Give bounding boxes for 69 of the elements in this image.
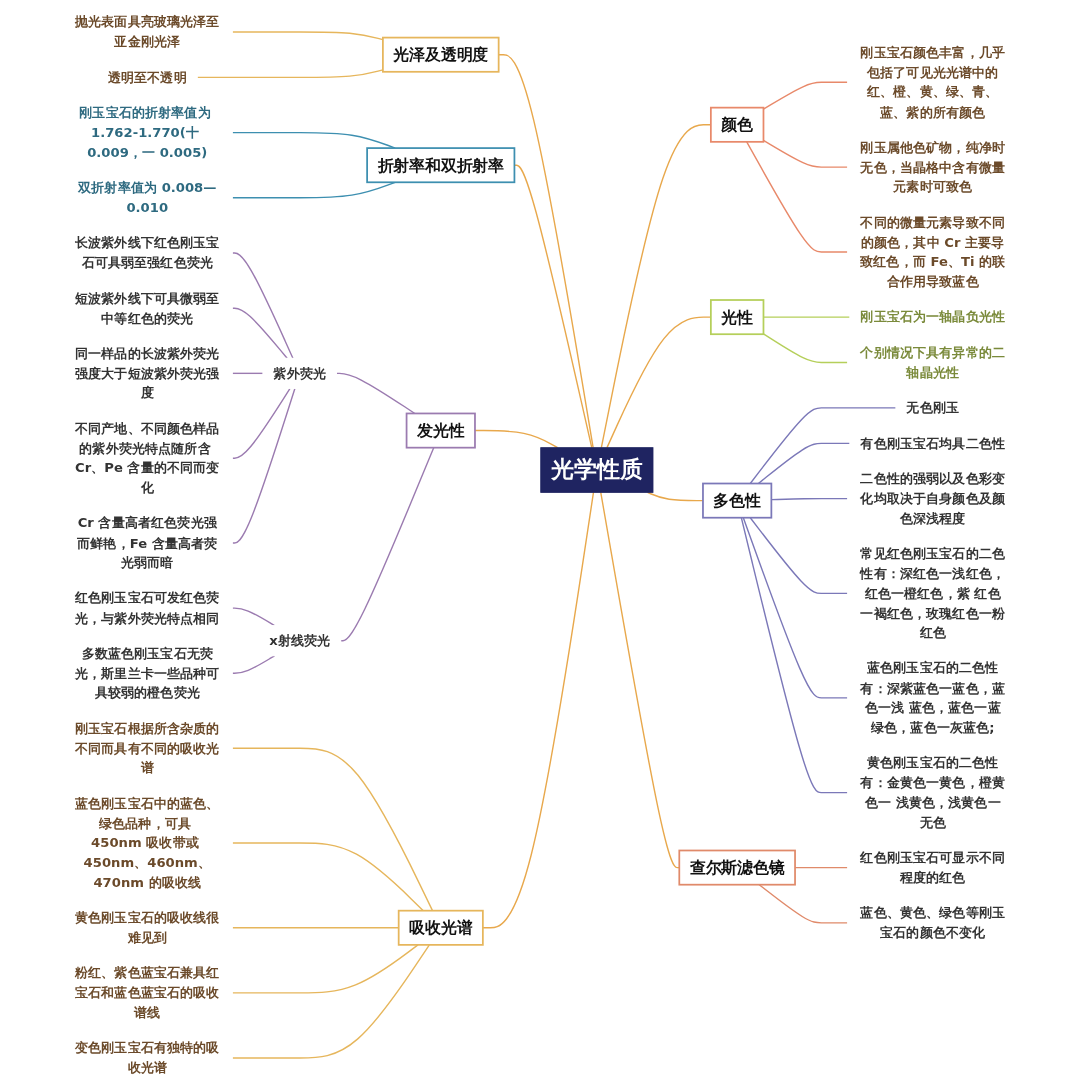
connector — [231, 131, 396, 149]
connector — [740, 517, 849, 794]
node-text: 抛光表面具亮玻璃光泽至亚金刚光泽 — [74, 14, 220, 50]
node-box: 光性 — [710, 299, 765, 336]
connector — [758, 884, 849, 924]
node-box: 发光性 — [405, 412, 476, 449]
node-text: 粉红、紫色蓝宝石兼具红宝石和蓝色蓝宝石的吸收谱线 — [74, 965, 220, 1021]
node-text: 黄色刚玉宝石的二色性有：金黄色一黄色，橙黄色一 浅黄色，浅黄色一无色 — [860, 754, 1006, 830]
connector — [231, 944, 419, 994]
node-text: 不同产地、不同颜色样品的紫外荧光特点随所含 Cr、Pe 含量的不同而变化 — [74, 420, 220, 496]
connector — [757, 442, 851, 485]
node-text: 多数蓝色刚玉宝石无荧光，斯里兰卡一些品种可具较弱的橙色荧光 — [74, 645, 220, 701]
node-text: 红色刚玉宝石可发红色荧光，与紫外荧光特点相同 — [74, 590, 220, 626]
node-text: 长波紫外线下红色刚玉宝石可具弱至强红色荧光 — [74, 235, 220, 271]
node-text: 刚玉宝石的折射率值为 1.762-1.770(十 0.009，一 0.005) — [79, 104, 211, 161]
connector — [231, 252, 294, 359]
node-text: 无色刚玉 — [906, 399, 960, 416]
connector — [231, 387, 296, 544]
node-text: 蓝色刚玉宝石的二色性有：深紫蓝色一蓝色，蓝色一浅 蓝色，蓝色一蓝绿色，蓝色一灰蓝色; — [860, 660, 1006, 736]
connector — [231, 387, 291, 459]
node-text: 透明至不透明 — [107, 69, 187, 86]
node-text: 刚玉宝石颜色丰富，几乎包括了可见光光谱中的红、橙、黄、绿、青、蓝、紫的所有颜色 — [860, 44, 1006, 120]
connector — [231, 181, 396, 199]
node-text: 刚玉宝石根据所含杂质的不同而具有不同的吸收光谱 — [74, 720, 220, 776]
node-text: Cr 含量高者红色荧光强而鲜艳，Fe 含量高者荧光弱而暗 — [77, 515, 218, 571]
node-text: 刚玉宝石为一轴晶负光性 — [860, 309, 1006, 325]
connector — [231, 655, 276, 674]
node-box: 光泽及透明度 — [382, 36, 500, 73]
node-text: 红色刚玉宝石可显示不同程度的红色 — [860, 849, 1006, 886]
connector — [742, 517, 849, 699]
node-text: 刚玉属他色矿物，纯净时无色，当晶格中含有微量元素时可致色 — [860, 139, 1006, 195]
connector — [231, 747, 434, 912]
node-text: 双折射率值为 0.008—0.010 — [78, 179, 217, 216]
connector — [600, 491, 680, 869]
node-box: 折射率和双折射率 — [366, 147, 516, 184]
node-text: 蓝色、黄色、绿色等刚玉宝石的颜色不变化 — [860, 904, 1006, 941]
node-text: 同一样品的长波紫外荧光强度大于短波紫外荧光强度 — [74, 345, 220, 401]
node-text: 有色刚玉宝石均具二色性 — [860, 435, 1006, 452]
node-box: 吸收光谱 — [397, 909, 484, 946]
node-text: 个别情况下具有异常的二轴晶光性 — [860, 344, 1006, 381]
node-text: 常见红色刚玉宝石的二色性有：深红色一浅红色，红色一橙红色，紫 红色一褐红色，玫瑰红色一粉红色 — [860, 545, 1006, 641]
node-text: 二色性的强弱以及色彩变化均取决于自身颜色及颜色深浅程度 — [860, 470, 1006, 527]
node-text: 短波紫外线下可具微弱至中等红色的荧光 — [74, 290, 220, 326]
connector — [749, 407, 897, 485]
connector — [231, 307, 288, 359]
connector — [762, 139, 849, 168]
connector — [482, 491, 595, 929]
connector — [749, 517, 849, 595]
connector — [231, 842, 424, 912]
connector — [340, 446, 435, 642]
connector — [762, 333, 849, 364]
connector — [746, 141, 849, 253]
node-text: x射线荧光 — [269, 632, 331, 649]
node-text: 黄色刚玉宝石的吸收线很难见到 — [74, 909, 220, 946]
connector — [231, 372, 264, 375]
node-text: 紫外荧光 — [273, 365, 327, 382]
connector — [474, 429, 559, 449]
node-text: 不同的微量元素导致不同的颜色，其中 Cr 主要导致红色，而 Fe、Ti 的联合作用导致蓝色 — [860, 214, 1006, 290]
connector — [196, 69, 384, 79]
connector — [335, 372, 416, 415]
connector — [231, 607, 276, 627]
node-box: 颜色 — [710, 106, 765, 143]
node-box: 查尔斯滤色镜 — [678, 849, 796, 886]
node-box: 光学性质 — [540, 447, 654, 493]
connector — [231, 944, 431, 1059]
connector — [762, 81, 849, 110]
node-box: 多色性 — [702, 482, 773, 519]
node-text: 蓝色刚玉宝石中的蓝色、绿色品种，可具 450nm 吸收带或 450nm、460nm、470nm 的吸收线 — [74, 795, 220, 891]
node-text: 变色刚玉宝石有独特的吸收光谱 — [74, 1040, 220, 1076]
